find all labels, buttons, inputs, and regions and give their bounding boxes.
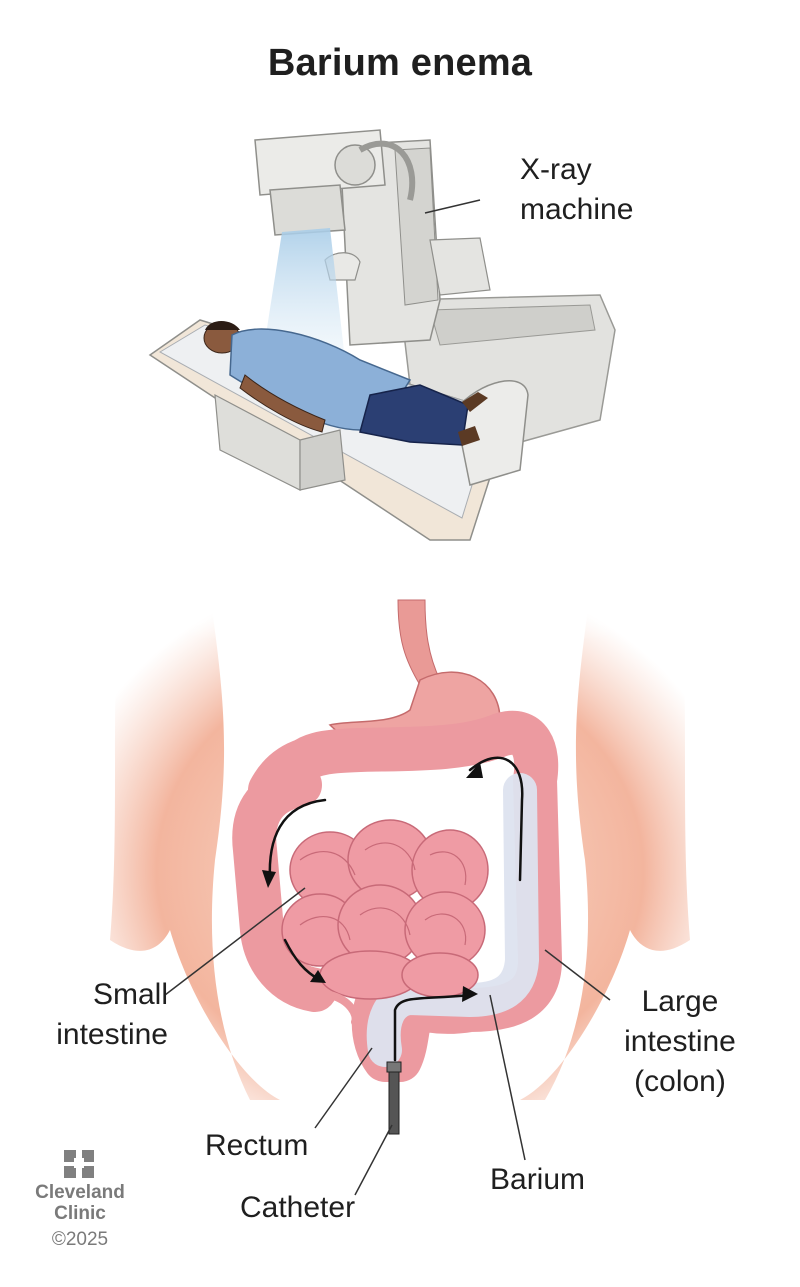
label-barium: Barium — [490, 1163, 586, 1196]
cleveland-clinic-logo: Cleveland Clinic ©2025 — [30, 1182, 130, 1252]
patient-figure — [203, 321, 488, 446]
label-rectum: Rectum — [205, 1129, 309, 1162]
intestine-illustration — [232, 671, 562, 1135]
page-title: Barium enema — [267, 42, 533, 84]
label-small-intestine: Small intestine — [56, 978, 168, 1051]
logo-line2: Clinic — [54, 1203, 106, 1224]
logo-copyright: ©2025 — [51, 1229, 109, 1250]
torso-illustration — [100, 580, 700, 1100]
label-xray-machine: X-ray machine — [520, 153, 634, 226]
logo-line1: Cleveland — [35, 1182, 125, 1203]
label-large-intestine: Large intestine (colon) — [624, 985, 736, 1098]
label-catheter: Catheter — [240, 1191, 356, 1224]
cleveland-clinic-logo-icon — [64, 1150, 94, 1178]
